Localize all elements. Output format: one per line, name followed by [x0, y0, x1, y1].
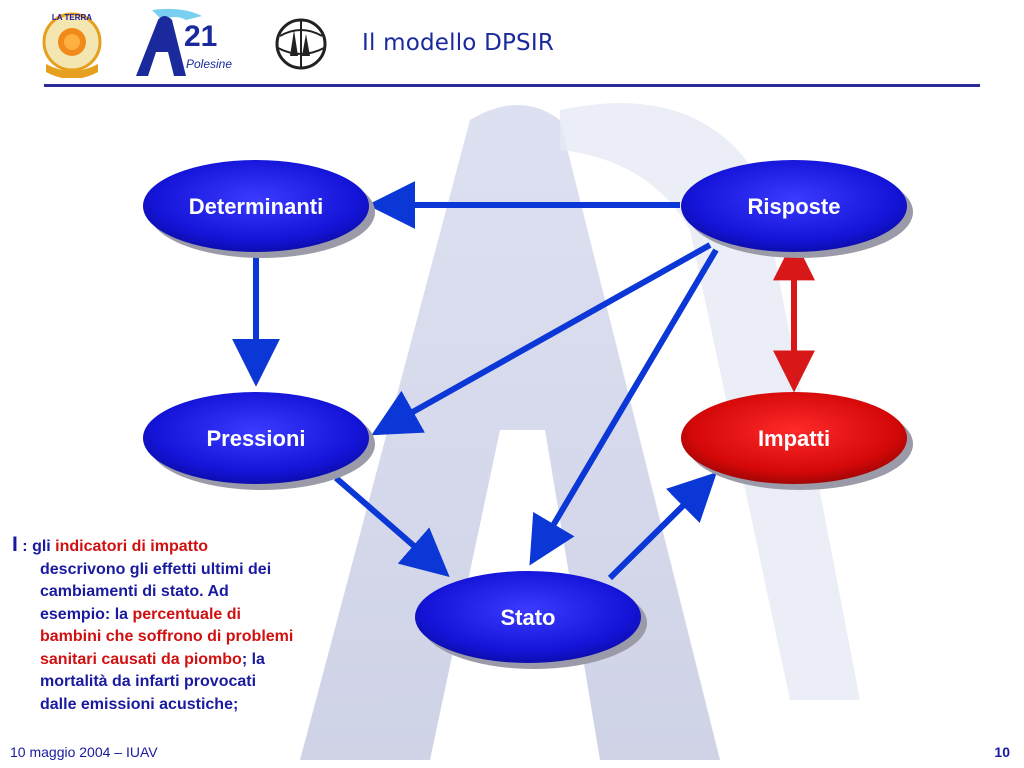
- globe-logo: [275, 18, 327, 70]
- description-line-9: dalle emissioni acustiche;: [40, 695, 239, 713]
- node-determinanti: Determinanti: [143, 160, 375, 258]
- page-title: Il modello DPSIR: [362, 30, 555, 56]
- node-determinanti-label: Determinanti: [189, 194, 323, 219]
- a21-number: 21: [184, 20, 217, 53]
- description-line-7: ; la: [241, 650, 265, 668]
- node-risposte: Risposte: [681, 160, 913, 258]
- node-impatti: Impatti: [681, 392, 913, 490]
- node-pressioni-label: Pressioni: [206, 426, 305, 451]
- description-key: I: [12, 533, 18, 556]
- header-logos: LA TERRA 21 Polesine: [40, 4, 340, 80]
- arrow-pressioni-to-stato: [334, 475, 450, 578]
- footer-date: 10 maggio 2004 – IUAV: [10, 744, 158, 760]
- node-risposte-label: Risposte: [748, 194, 841, 219]
- description-line-3: cambiamenti di stato. Ad: [40, 583, 229, 600]
- node-stato-label: Stato: [501, 605, 556, 630]
- a21-polesine-text: Polesine: [186, 57, 232, 71]
- description-highlight-lead: sanitari causati da piombo: [40, 650, 242, 668]
- la-terra-text: LA TERRA: [52, 13, 92, 22]
- header-divider: [44, 84, 980, 87]
- description-intro: : gli: [17, 538, 56, 555]
- arrow-risposte-to-stato: [529, 248, 719, 566]
- description-line-4: esempio: la: [40, 605, 133, 623]
- node-impatti-label: Impatti: [758, 426, 830, 451]
- impact-indicators-description: I : gli indicatori di impatto descrivono…: [12, 533, 362, 717]
- node-stato: Stato: [415, 571, 647, 669]
- arrow-stato-to-impatti: [607, 472, 717, 581]
- la-terra-logo: LA TERRA: [42, 12, 102, 78]
- arrow-risposte-to-pressioni: [371, 242, 712, 436]
- description-line-2: descrivono gli effetti ultimi dei: [40, 560, 272, 578]
- page-number: 10: [994, 744, 1010, 760]
- description-highlight-indicators: indicatori di impatto: [55, 538, 209, 555]
- description-line-8: mortalità da infarti provocati: [40, 673, 257, 690]
- description-indented-block: descrivono gli effetti ultimi dei cambia…: [12, 559, 362, 717]
- description-highlight-percent: percentuale di: [132, 605, 241, 623]
- node-pressioni: Pressioni: [143, 392, 375, 490]
- a21-polesine-logo: 21 Polesine: [136, 8, 232, 76]
- description-highlight-children: bambini che soffrono di problemi: [40, 628, 294, 645]
